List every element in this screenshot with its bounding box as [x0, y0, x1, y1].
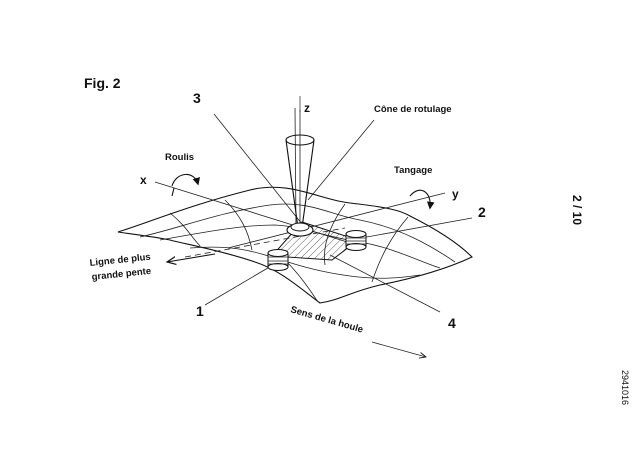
float-left — [267, 249, 289, 271]
axis-x-label: x — [140, 173, 147, 187]
axis-z-label: z — [304, 101, 310, 115]
wave-direction-arrow-icon — [371, 341, 426, 357]
central-platform — [270, 221, 360, 261]
roll-arrow-icon — [171, 173, 201, 187]
figure-title: Fig. 2 — [84, 75, 121, 91]
sheet-number: 2 / 10 — [570, 195, 584, 225]
houle-label: Sens de la houle — [289, 304, 364, 335]
document-number: 2941016 — [620, 370, 630, 405]
cone-label: Cône de rotulage — [374, 104, 452, 115]
pitch-arrow-icon — [409, 189, 435, 210]
ref-1: 1 — [196, 303, 204, 319]
axis-y-label: y — [452, 187, 459, 201]
tangage-label: Tangage — [394, 165, 432, 176]
axis-lines — [154, 96, 473, 313]
rotation-cone — [285, 134, 315, 229]
ref-2: 2 — [478, 204, 486, 220]
ball-joint — [286, 222, 314, 237]
roulis-label: Roulis — [165, 152, 194, 163]
float-right — [345, 230, 367, 251]
pente-label-line2: grande pente — [91, 266, 151, 283]
roll-arrow-tail-icon — [171, 187, 175, 197]
ref-4: 4 — [448, 315, 456, 331]
slope-arrow-icon — [167, 253, 216, 262]
ref-3: 3 — [193, 90, 201, 106]
